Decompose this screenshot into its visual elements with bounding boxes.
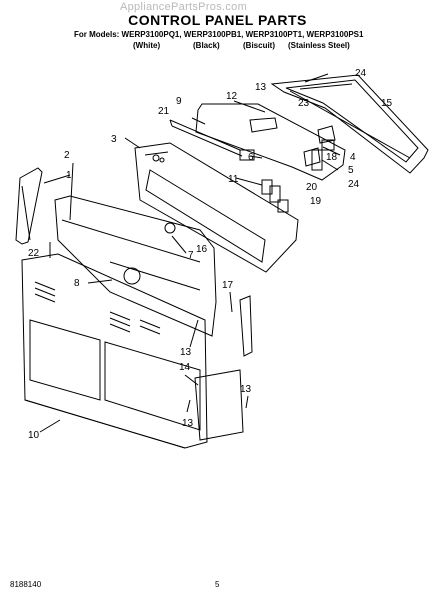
callout-15: 15: [381, 98, 393, 109]
callout-13b: 13: [180, 347, 192, 358]
part-rear-panel: [21, 253, 208, 449]
callout-16: 16: [196, 244, 208, 255]
callout-12: 12: [226, 91, 238, 102]
callout-13c: 13: [240, 384, 252, 395]
callout-22: 22: [28, 248, 40, 259]
part-bracket-17: [239, 295, 253, 357]
part-cover-14: [194, 369, 244, 441]
callout-9: 9: [176, 96, 182, 107]
part-trim-strip: [169, 119, 243, 157]
color-label-black: (Black): [193, 41, 220, 50]
callout-19: 19: [310, 196, 322, 207]
color-label-stainless: (Stainless Steel): [288, 41, 350, 50]
doc-number: 8188140: [10, 580, 42, 589]
callout-7: 7: [188, 250, 194, 261]
callout-2: 2: [64, 150, 70, 161]
callout-14: 14: [179, 362, 191, 373]
callout-13d: 13: [182, 418, 194, 429]
part-control-panel: [195, 103, 346, 181]
callout-21: 21: [158, 106, 170, 117]
callout-13: 13: [255, 82, 267, 93]
part-relay: [311, 149, 323, 171]
callout-20: 20: [306, 182, 318, 193]
part-knob-20: [269, 185, 281, 203]
page-number: 5: [215, 580, 220, 589]
color-label-white: (White): [133, 41, 161, 50]
part-clip: [321, 139, 335, 151]
part-switch: [239, 149, 255, 161]
callout-23: 23: [298, 98, 310, 109]
callout-6: 6: [248, 152, 254, 163]
watermark: AppliancePartsPros.com: [120, 1, 248, 13]
callout-3: 3: [111, 134, 117, 145]
callout-10: 10: [28, 430, 40, 441]
callout-24: 24: [355, 68, 367, 79]
callout-24b: 24: [348, 179, 360, 190]
part-side-bracket: [15, 167, 43, 245]
part-knob-19: [277, 199, 289, 213]
page-title: CONTROL PANEL PARTS: [128, 12, 307, 28]
color-label-biscuit: (Biscuit): [243, 41, 275, 50]
callout-11: 11: [228, 174, 239, 185]
callout-1: 1: [66, 170, 72, 181]
callout-8: 8: [74, 278, 80, 289]
models-line: For Models: WERP3100PQ1, WERP3100PB1, WE…: [74, 30, 364, 39]
part-knob-11: [261, 179, 273, 195]
part-console: [134, 142, 299, 273]
part-vent-trim: [270, 74, 429, 174]
part-main-frame: [54, 195, 217, 337]
callout-17: 17: [222, 280, 234, 291]
callout-4: 4: [350, 152, 356, 163]
callout-18: 18: [326, 152, 338, 163]
callout-5: 5: [348, 165, 354, 176]
